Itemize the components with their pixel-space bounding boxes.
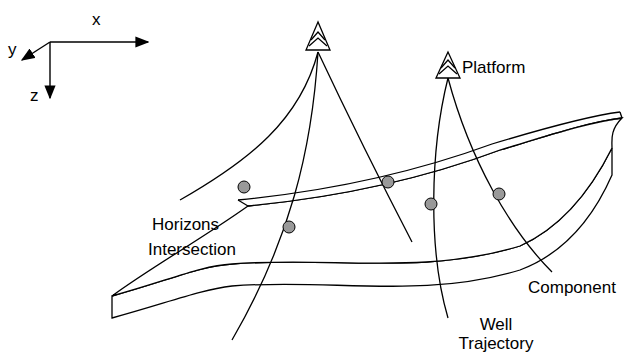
intersection-label: Intersection bbox=[148, 240, 236, 259]
horizons-label: Horizons bbox=[152, 215, 219, 234]
axes bbox=[22, 42, 148, 98]
well-trajectory-label: Well Trajectory bbox=[452, 315, 540, 353]
axis-label: y bbox=[8, 40, 17, 59]
axis-label: z bbox=[30, 86, 39, 105]
component-label: Component bbox=[528, 278, 616, 297]
well-trajectories bbox=[180, 52, 552, 340]
horizons bbox=[112, 112, 622, 318]
platforms bbox=[306, 22, 460, 78]
axis-label: x bbox=[92, 10, 101, 29]
intersection-dots bbox=[238, 176, 505, 233]
platform-label: Platform bbox=[462, 58, 525, 77]
